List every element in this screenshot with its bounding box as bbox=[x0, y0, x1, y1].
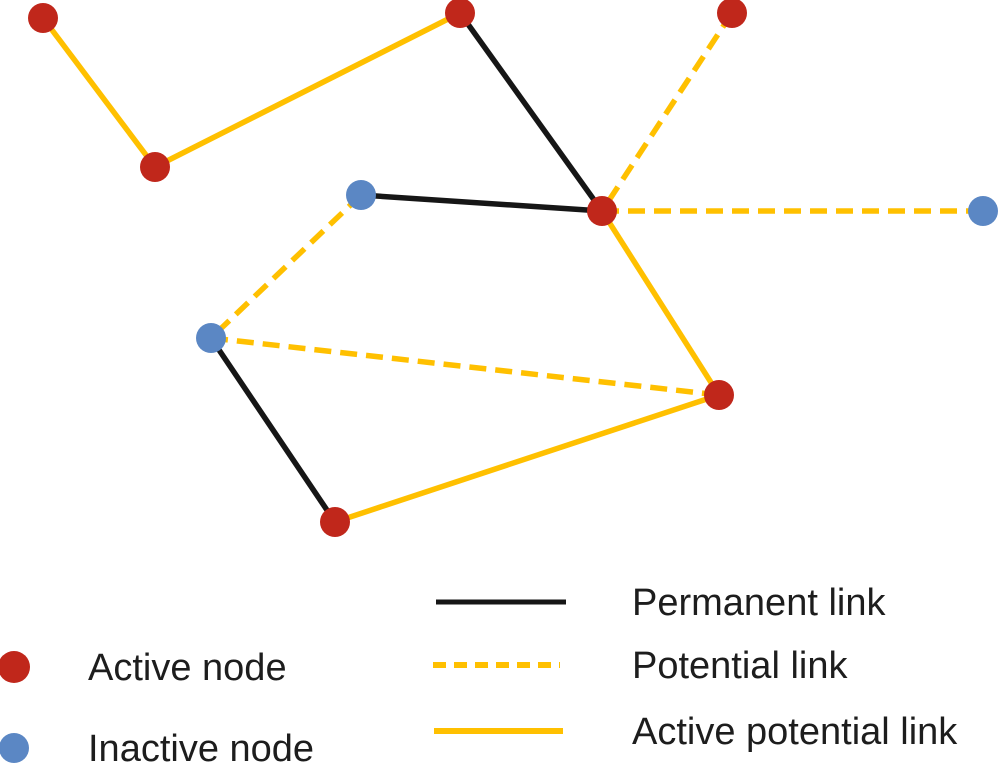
legend-inactive-node-swatch bbox=[0, 733, 29, 763]
active-potential-link-B-C bbox=[153, 10, 462, 170]
legend-active-potential-link-label: Active potential link bbox=[632, 711, 958, 753]
legend-permanent-link-label: Permanent link bbox=[632, 582, 886, 624]
active-potential-link-F-I bbox=[599, 209, 722, 397]
permanent-link-C-F bbox=[457, 11, 605, 213]
links-layer bbox=[40, 10, 983, 525]
legend-active-node-swatch bbox=[0, 651, 30, 683]
potential-link-H-I bbox=[210, 335, 720, 398]
active-node-D bbox=[717, 0, 747, 28]
active-potential-link-A-B bbox=[40, 16, 158, 169]
permanent-link-E-F bbox=[360, 192, 603, 214]
active-node-J bbox=[320, 507, 350, 537]
legend-active-node-label: Active node bbox=[88, 647, 287, 689]
active-node-A bbox=[28, 3, 58, 33]
nodes-layer bbox=[28, 0, 998, 537]
potential-link-D-F bbox=[599, 11, 735, 213]
active-node-B bbox=[140, 152, 170, 182]
inactive-node-E bbox=[346, 180, 376, 210]
active-node-F bbox=[587, 196, 617, 226]
legend: Permanent link Potential link Active pot… bbox=[0, 582, 958, 764]
permanent-link-H-J bbox=[208, 336, 338, 524]
active-node-C bbox=[445, 0, 475, 28]
legend-potential-link-label: Potential link bbox=[632, 645, 848, 687]
active-potential-link-I-J bbox=[334, 392, 720, 525]
legend-inactive-node-label: Inactive node bbox=[88, 728, 314, 764]
inactive-node-H bbox=[196, 323, 226, 353]
inactive-node-G bbox=[968, 196, 998, 226]
potential-link-E-H bbox=[209, 193, 363, 340]
active-node-I bbox=[704, 380, 734, 410]
